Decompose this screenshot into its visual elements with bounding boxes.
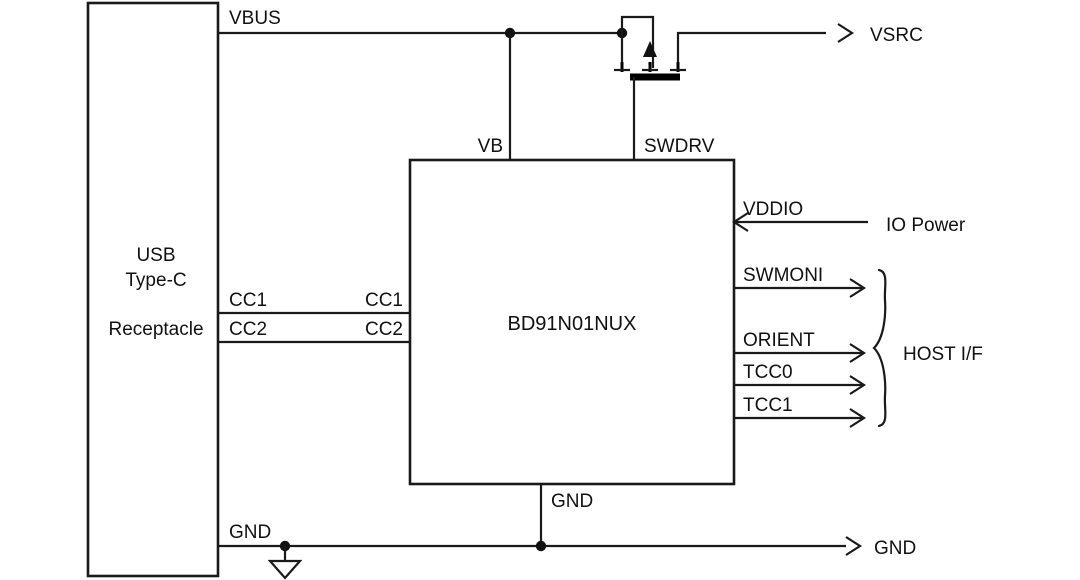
- cc1-net: CC1 CC1: [218, 290, 410, 315]
- vddio-net: VDDIO IO Power: [731, 199, 966, 236]
- pin-label-vb: VB: [478, 136, 503, 157]
- pin-label-swdrv: SWDRV: [644, 136, 715, 157]
- vsrc-net: VSRC: [837, 23, 923, 46]
- host-if-brace: [872, 268, 887, 428]
- net-label-vsrc: VSRC: [870, 25, 923, 46]
- pin-label-cc1-ic: CC1: [365, 290, 403, 311]
- pin-label-gnd-ic: GND: [551, 491, 593, 512]
- ground-symbol-triangle: [267, 559, 303, 580]
- tcc1-arrow-head: [849, 408, 867, 428]
- pin-label-cc2-connector: CC2: [229, 319, 267, 340]
- usb-label-line2: Type-C: [125, 270, 186, 291]
- host-if-group: HOST I/F: [872, 268, 983, 428]
- orient-net: ORIENT: [734, 330, 867, 363]
- usb-type-c-receptacle-block: USB Type-C Receptacle: [86, 1, 220, 578]
- usb-label-line3: Receptacle: [108, 319, 203, 340]
- tcc0-net: TCC0: [734, 362, 867, 395]
- pin-label-tcc0: TCC0: [743, 362, 793, 383]
- pin-label-cc2-ic: CC2: [365, 319, 403, 340]
- usb-receptacle-outline: [86, 1, 220, 578]
- ic-part-number: BD91N01NUX: [508, 313, 637, 335]
- ic-gnd-net: GND: [539, 484, 593, 546]
- ic-outline: [408, 158, 736, 486]
- tcc1-net: TCC1: [734, 395, 867, 428]
- usb-label-line1: USB: [136, 245, 175, 266]
- vsrc-arrow-head: [837, 23, 855, 43]
- gnd-arrow-head: [845, 536, 863, 556]
- vbus-net: VBUS: [218, 8, 628, 39]
- net-label-host-if: HOST I/F: [903, 344, 983, 365]
- pin-label-orient: ORIENT: [743, 330, 815, 351]
- orient-arrow-head: [849, 343, 867, 363]
- pin-label-swmoni: SWMONI: [743, 265, 823, 286]
- swmoni-arrow-head: [849, 278, 867, 298]
- pin-label-vbus: VBUS: [229, 8, 281, 29]
- pin-label-tcc1: TCC1: [743, 395, 793, 416]
- pin-label-vddio: VDDIO: [743, 199, 803, 220]
- vddio-arrow-head: [731, 212, 749, 232]
- net-label-io-power: IO Power: [886, 215, 966, 236]
- net-label-gnd-rail: GND: [874, 538, 916, 559]
- cc2-net: CC2 CC2: [218, 319, 410, 344]
- pin-label-gnd-connector: GND: [229, 522, 271, 543]
- swmoni-net: SWMONI: [734, 265, 867, 298]
- vb-net: VB: [478, 33, 512, 160]
- gnd-rail-net: GND GND: [218, 522, 916, 580]
- mosfet-switch: [614, 15, 826, 160]
- body-diode-arrow: [643, 41, 657, 57]
- pin-label-cc1-connector: CC1: [229, 290, 267, 311]
- ic-block: BD91N01NUX: [408, 158, 736, 486]
- tcc0-arrow-head: [849, 375, 867, 395]
- gnd-ic-junction-dot: [535, 540, 547, 552]
